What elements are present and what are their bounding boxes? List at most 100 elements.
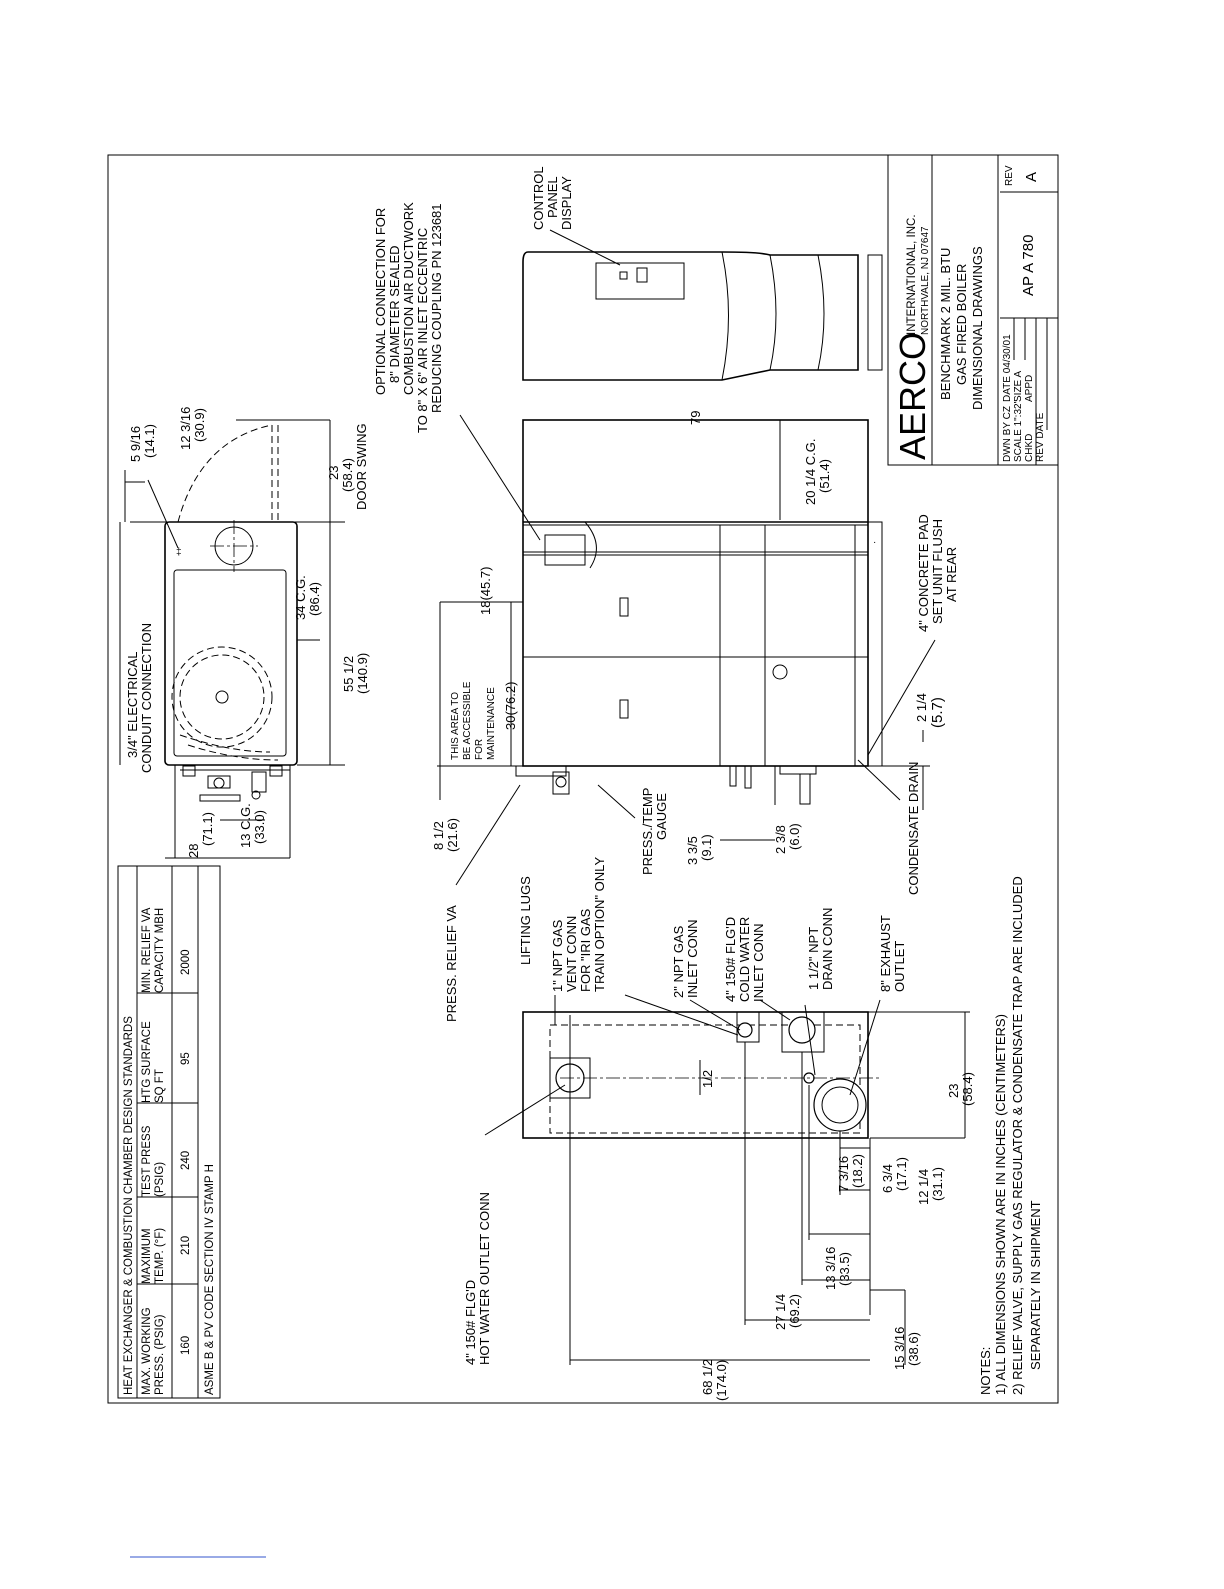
maintenance-1: THIS AREA TO (450, 692, 461, 760)
dim-15316-cm: (38.6) (906, 1332, 921, 1366)
dim-1214: 12 1/4 (916, 1169, 931, 1205)
rear-view: LIFTING LUGS 1" NPT GAS VENT CONN FOR "I… (463, 857, 975, 1401)
dim-238-cm: (6.0) (787, 823, 802, 850)
dim-cg2-cm: (33.0) (252, 810, 267, 844)
dim-15316: 15 3/16 (892, 1327, 907, 1370)
dim-top1: 5 9/16 (128, 426, 143, 462)
dim-top2: 12 3/16 (178, 407, 193, 450)
optional-1: OPTIONAL CONNECTION FOR (373, 208, 388, 395)
dim-side-cg: 20 1/4 C.G. (803, 439, 818, 505)
optional-3: COMBUSTION AIR DUCTWORK (401, 202, 416, 395)
dim-top2-cm: (30.9) (192, 408, 207, 442)
vent-2: VENT CONN (564, 916, 579, 992)
note-3: SEPARATELY IN SHIPMENT (1028, 1200, 1043, 1370)
drawing-number: AP A 780 (1020, 235, 1037, 296)
chkd: CHKD (1024, 434, 1035, 462)
header-4a: HTG SURFACE (141, 1021, 153, 1103)
dim-634-cm: (17.1) (894, 1157, 909, 1191)
dim-pad-cm: (5.7) (929, 697, 946, 728)
dim-length: 79 (688, 411, 703, 425)
dim-812: 8 1/2 (431, 821, 446, 850)
concrete-1: 4" CONCRETE PAD (916, 514, 931, 632)
title-line-1: BENCHMARK 2 MIL. BTU (938, 248, 953, 400)
pad-texture: · (873, 537, 876, 548)
gauge-1: PRESS./TEMP (640, 788, 655, 875)
electrical-label-2: CONDUIT CONNECTION (139, 623, 154, 773)
dim-door-cm: (58.4) (340, 458, 355, 492)
size: SIZE A (1013, 371, 1024, 402)
value-4: 95 (180, 1052, 192, 1065)
exhaust-1: 8" EXHAUST (878, 915, 893, 992)
table-title: HEAT EXCHANGER & COMBUSTION CHAMBER DESI… (123, 1016, 135, 1395)
cold-2: COLD WATER (737, 917, 752, 1002)
gas-inlet-1: 2" NPT GAS (671, 925, 686, 998)
control-2: PANEL (545, 176, 560, 218)
scale: SCALE 1":32" (1013, 399, 1024, 462)
cold-3: INLET CONN (751, 924, 766, 1003)
dim-634: 6 3/4 (880, 1164, 895, 1193)
exhaust-2: OUTLET (892, 941, 907, 992)
dim-depth: 28 (186, 844, 201, 858)
dim-cg2: 13 C.G. (238, 803, 253, 848)
dim-6812: 68 1/2 (700, 1359, 715, 1395)
date: DATE 04/30/01 (1002, 334, 1013, 402)
dim-2714-cm: (69.2) (787, 1294, 802, 1328)
lifting-lugs: LIFTING LUGS (518, 876, 533, 965)
title-block: AERCO INTERNATIONAL, INC. NORTHVALE, NJ … (887, 154, 1059, 466)
notes: NOTES: 1) ALL DIMENSIONS SHOWN ARE IN IN… (978, 876, 1043, 1395)
optional-4: TO 8" X 6" AIR INLET ECCENTRIC (415, 228, 430, 433)
gauge-2: GAUGE (654, 793, 669, 840)
dim-1214-cm: (31.1) (930, 1167, 945, 1201)
side-view: · OPTIONAL CONNECTION FOR 8" DIAMETER SE… (373, 202, 959, 1022)
dim-top1-cm: (14.1) (142, 424, 157, 458)
title-line-2: GAS FIRED BOILER (954, 264, 969, 385)
control-1: CONTROL (531, 166, 546, 230)
gas-inlet-2: INLET CONN (685, 920, 700, 999)
value-2: 210 (180, 1236, 192, 1255)
header-5a: MIN. RELIEF VA (141, 907, 153, 993)
dim-7316-cm: (18.2) (850, 1154, 865, 1188)
vent-1: 1" NPT GAS (550, 919, 565, 992)
header-3b: (PSIG) (154, 1162, 166, 1197)
dim-23: 23 (946, 1084, 961, 1098)
electrical-mark: ‡ (176, 547, 182, 558)
company-address: NORTHVALE, NJ 07647 (920, 226, 931, 335)
dim-6812-cm: (174.0) (714, 1360, 729, 1401)
header-2a: MAXIMUM (141, 1228, 153, 1284)
cold-1: 4" 150# FLG'D (723, 917, 738, 1002)
hot-2: HOT WATER OUTLET CONN (477, 1192, 492, 1365)
dim-cg: 34 C.G. (293, 575, 308, 620)
header-1b: PRESS. (PSIG) (154, 1314, 166, 1395)
top-view: ‡ 3/4" ELECTRICAL CONDUIT CONNECT (119, 407, 370, 859)
dim-half: 1/2 (700, 1070, 715, 1088)
concrete-2: SET UNIT FLUSH (930, 519, 945, 624)
vent-4: TRAIN OPTION" ONLY (592, 857, 607, 992)
concrete-3: AT REAR (944, 547, 959, 602)
dim-cg-cm: (86.4) (307, 582, 322, 616)
title-line-3: DIMENSIONAL DRAWINGS (970, 246, 985, 410)
header-3a: TEST PRESS (141, 1125, 153, 1197)
dim-812-cm: (21.6) (445, 818, 460, 852)
dim-depth-cm: (71.1) (200, 812, 215, 846)
vent-3: FOR "IRI GAS (578, 908, 593, 992)
company-logo-text: AERCO (892, 332, 933, 460)
front-view: CONTROL PANEL DISPLAY (522, 166, 883, 381)
dim-23-cm: (58.4) (960, 1072, 975, 1106)
dim-7316: 7 3/16 (836, 1156, 851, 1192)
maintenance-3: FOR (474, 739, 485, 760)
header-2b: TEMP. (°F) (154, 1228, 166, 1284)
dim-width-cm: (140.9) (355, 653, 370, 694)
rev-date: REV DATE (1035, 412, 1046, 462)
table-code: ASME B & PV CODE SECTION IV STAMP H (204, 1164, 216, 1395)
maintenance-2: BE ACCESSIBLE (462, 681, 473, 760)
dim-2714: 27 1/4 (773, 1294, 788, 1330)
dim-pad: 2 1/4 (914, 693, 929, 722)
condensate-drain: CONDENSATE DRAIN (906, 762, 921, 895)
dim-door-label: DOOR SWING (354, 423, 369, 510)
value-1: 160 (180, 1336, 192, 1355)
dim-13316-cm: (33.5) (837, 1252, 852, 1286)
note-2: 2) RELIEF VALVE, SUPPLY GAS REGULATOR & … (1010, 876, 1025, 1395)
value-3: 240 (180, 1151, 192, 1170)
